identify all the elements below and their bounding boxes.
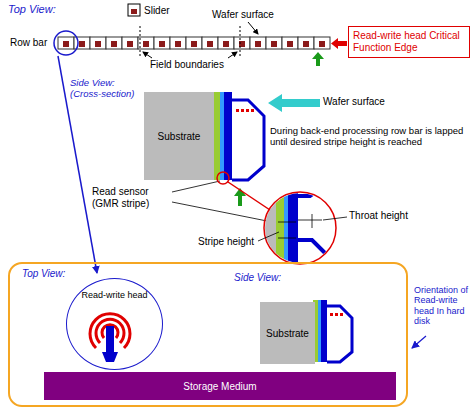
- node-text: Substrate: [266, 328, 309, 339]
- substrate-block: Substrate: [260, 302, 315, 364]
- part-label: Slider: [144, 5, 170, 17]
- note-text: Orientation of Read-write head In hard d…: [414, 285, 472, 326]
- node-text: Read-write head Critical Function Edge: [353, 30, 465, 54]
- callout-box: Read-write head Critical Function Edge: [348, 26, 470, 58]
- node-text: Substrate: [158, 131, 201, 142]
- head-top-view-circle: Read-write head: [66, 278, 163, 370]
- part-label: Row bar: [10, 37, 47, 49]
- view-heading: Side View:: [234, 272, 281, 283]
- dimension-label: Stripe height: [198, 236, 254, 248]
- view-heading: Side View: (Cross-section): [70, 78, 142, 100]
- part-label: Wafer surface: [323, 96, 385, 108]
- node-text: Read-write head: [67, 290, 162, 300]
- orientation-panel: Top View: Side View: Read-write headSubstr…: [8, 262, 408, 407]
- dimension-label: Throat height: [349, 210, 408, 222]
- part-label: Read sensor (GMR stripe): [92, 186, 172, 209]
- note-text: During back-end processing row bar is la…: [270, 126, 470, 148]
- part-label: Field boundaries: [150, 59, 224, 71]
- part-label: Wafer surface: [212, 9, 274, 21]
- node-text: Storage Medium: [183, 381, 256, 392]
- view-heading: Top View:: [8, 3, 56, 16]
- storage-medium-band: Storage Medium: [44, 372, 396, 400]
- view-heading: Top View:: [22, 268, 65, 279]
- substrate-block: Substrate: [144, 92, 214, 180]
